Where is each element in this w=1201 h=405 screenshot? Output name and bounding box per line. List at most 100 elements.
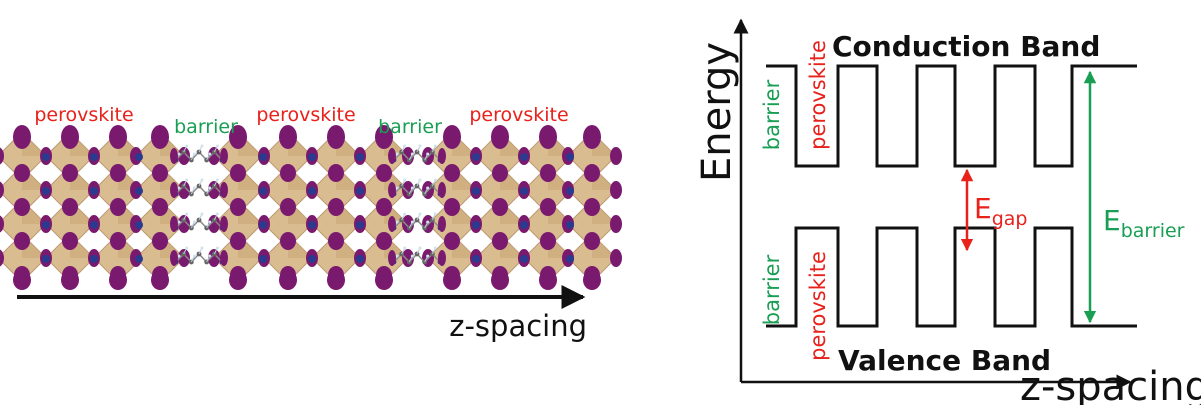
halide-atom — [610, 215, 622, 233]
a-site-cation — [135, 221, 143, 229]
halide-atom — [328, 164, 344, 182]
halide-atom — [491, 270, 509, 290]
halide-atom — [110, 164, 126, 182]
halide-atom — [540, 232, 556, 250]
hydrogen-atom — [215, 212, 219, 216]
hydrogen-atom — [200, 178, 204, 182]
halide-atom — [152, 198, 168, 216]
halide-atom — [280, 198, 296, 216]
hydrogen-atom — [433, 144, 437, 148]
hydrogen-atom — [418, 178, 422, 182]
hydrogen-atom — [185, 144, 189, 148]
crystal-structure-illustration — [0, 125, 622, 290]
hydrogen-atom — [177, 186, 181, 190]
halide-atom — [152, 232, 168, 250]
halide-atom — [540, 198, 556, 216]
egap-subscript: gap — [992, 208, 1028, 230]
halide-atom — [152, 164, 168, 182]
hydrogen-atom — [192, 254, 196, 258]
hydrogen-atom — [433, 246, 437, 250]
a-site-cation — [259, 221, 267, 229]
halide-atom — [110, 198, 126, 216]
halide-atom — [62, 164, 78, 182]
hydrogen-atom — [410, 186, 414, 190]
halide-atom — [492, 164, 508, 182]
hydrogen-atom — [395, 152, 399, 156]
halide-atom — [444, 232, 460, 250]
hydrogen-atom — [403, 178, 407, 182]
region-label-barrier-1: barrier — [174, 116, 238, 138]
halide-atom — [376, 164, 392, 182]
halide-atom — [0, 147, 4, 165]
a-site-cation — [472, 153, 480, 161]
hydrogen-atom — [192, 186, 196, 190]
a-site-cation — [472, 221, 480, 229]
halide-atom — [584, 198, 600, 216]
halide-atom — [438, 250, 446, 266]
hydrogen-atom — [403, 212, 407, 216]
halide-atom — [279, 125, 297, 149]
halide-atom — [208, 181, 220, 199]
a-site-cation — [42, 221, 50, 229]
a-site-cation — [135, 255, 143, 263]
a-site-cation — [566, 153, 574, 161]
halide-atom — [280, 164, 296, 182]
cb-perovskite-label: perovskite — [806, 40, 830, 150]
hydrogen-atom — [177, 254, 181, 258]
halide-atom — [178, 249, 190, 267]
halide-atom — [280, 232, 296, 250]
halide-atom — [0, 249, 4, 267]
halide-atom — [443, 125, 461, 149]
halide-atom — [492, 198, 508, 216]
halide-atom — [151, 270, 169, 290]
hydrogen-atom — [395, 220, 399, 224]
hydrogen-atom — [418, 212, 422, 216]
halide-atom — [540, 164, 556, 182]
a-site-cation — [356, 221, 364, 229]
halide-atom — [539, 270, 557, 290]
halide-atom — [13, 125, 31, 149]
hydrogen-atom — [395, 186, 399, 190]
a-site-cation — [472, 255, 480, 263]
hydrogen-atom — [215, 246, 219, 250]
conduction-band-profile — [766, 64, 1137, 168]
halide-atom — [444, 164, 460, 182]
halide-atom — [14, 232, 30, 250]
hydrogen-atom — [403, 144, 407, 148]
hydrogen-atom — [215, 144, 219, 148]
conduction-band-label: Conduction Band — [832, 30, 1100, 63]
halide-atom — [492, 232, 508, 250]
valence-band-label: Valence Band — [838, 344, 1051, 377]
hydrogen-atom — [185, 212, 189, 216]
hydrogen-atom — [177, 152, 181, 156]
halide-atom — [438, 216, 446, 232]
halide-atom — [178, 147, 190, 165]
hydrogen-atom — [192, 152, 196, 156]
a-site-cation — [90, 255, 98, 263]
a-site-cation — [566, 255, 574, 263]
hydrogen-atom — [395, 254, 399, 258]
region-label-perovskite-3: perovskite — [469, 104, 568, 126]
ebarrier-label: Ebarrier — [1103, 204, 1185, 242]
z-spacing-label-right: z-spacing — [1020, 364, 1201, 405]
halide-atom — [170, 182, 178, 198]
hydrogen-atom — [215, 178, 219, 182]
a-site-cation — [135, 187, 143, 195]
halide-atom — [438, 182, 446, 198]
halide-atom — [388, 148, 396, 164]
vb-perovskite-label: perovskite — [806, 251, 830, 361]
a-site-cation — [520, 187, 528, 195]
hydrogen-atom — [208, 152, 212, 156]
hydrogen-atom — [200, 144, 204, 148]
halide-atom — [610, 181, 622, 199]
a-site-cation — [308, 187, 316, 195]
halide-atom — [583, 270, 601, 290]
halide-atom — [61, 270, 79, 290]
region-label-barrier-2: barrier — [378, 116, 442, 138]
halide-atom — [444, 198, 460, 216]
a-site-cation — [308, 255, 316, 263]
hydrogen-atom — [426, 152, 430, 156]
a-site-cation — [259, 255, 267, 263]
halide-atom — [14, 198, 30, 216]
